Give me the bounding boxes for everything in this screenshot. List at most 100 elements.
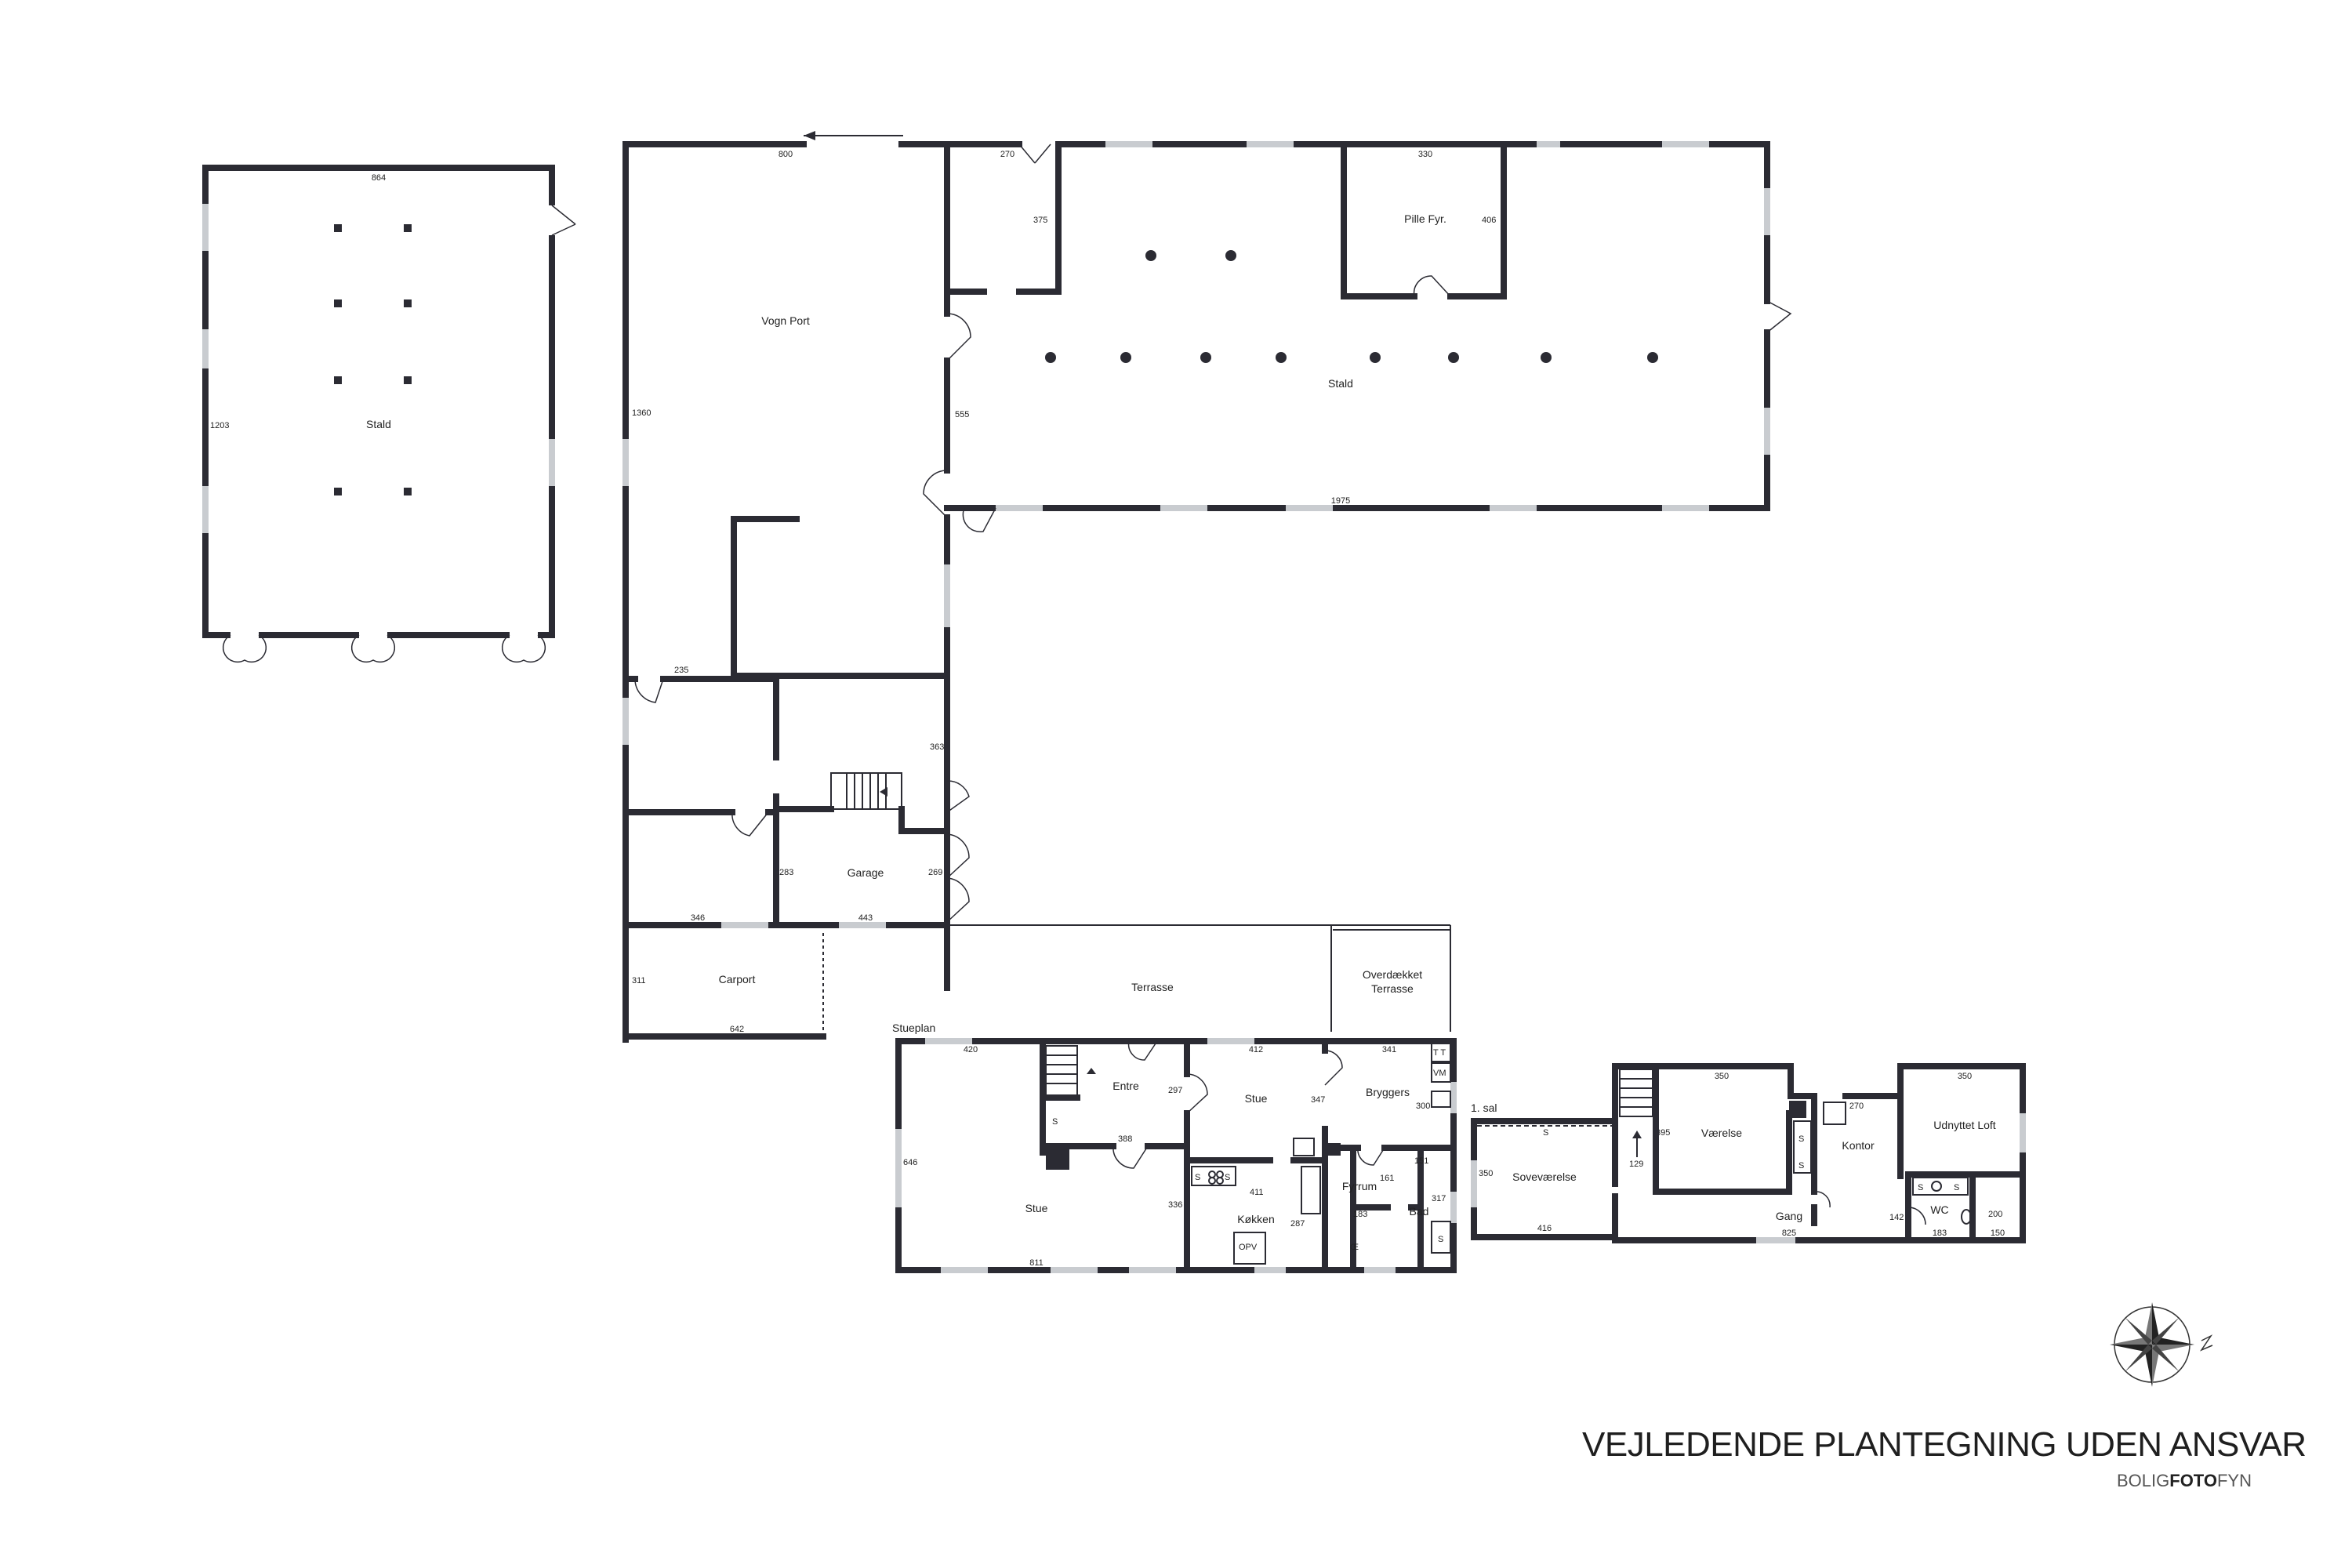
dimension-label: 350	[1715, 1072, 1729, 1081]
dimension-label: 330	[1418, 150, 1432, 159]
dimension-label: 341	[1382, 1045, 1396, 1054]
barn-complex: Pille Fyr. 330 406 Vogn Port Stald 800 1…	[622, 131, 1792, 1035]
dimension-label: 283	[779, 868, 793, 877]
dimension-label: 347	[1311, 1095, 1325, 1105]
dimension-label: 443	[858, 913, 873, 923]
compass-rose-icon	[2110, 1302, 2213, 1387]
room-label-bad: Bad	[1410, 1205, 1429, 1218]
post	[404, 488, 412, 495]
post	[404, 299, 412, 307]
dimension-label: 350	[1479, 1169, 1493, 1178]
brand-logo: BOLIGFOTOFYN	[2117, 1471, 2252, 1491]
room-label-overdaekket: Overdækket	[1363, 968, 1422, 981]
dimension-label: 311	[632, 976, 646, 985]
fixture-label: S	[1954, 1183, 1959, 1192]
column	[1276, 352, 1287, 363]
fixture-label: S	[1052, 1117, 1058, 1127]
room-label-kokken: Køkken	[1237, 1213, 1274, 1225]
floor-label-stueplan: Stueplan	[892, 1022, 935, 1034]
brand-bold: FOTO	[2169, 1471, 2217, 1490]
dimension-label: 317	[1432, 1194, 1446, 1203]
fixture-label: S	[1195, 1173, 1200, 1182]
column	[1370, 352, 1381, 363]
disclaimer-title: VEJLEDENDE PLANTEGNING UDEN ANSVAR	[1582, 1425, 2307, 1464]
column	[1448, 352, 1459, 363]
room-label-entre: Entre	[1112, 1080, 1139, 1092]
dimension-label: 555	[955, 410, 969, 419]
dimension-label: 297	[1168, 1086, 1182, 1095]
brand-suffix: FYN	[2216, 1471, 2252, 1490]
dimension-label: 388	[1118, 1134, 1132, 1144]
dimension-label: 200	[1988, 1210, 2002, 1219]
room-label-stald-left: Stald	[366, 418, 391, 430]
fixture-label: S	[1438, 1235, 1443, 1244]
dimension-label: 270	[1849, 1102, 1864, 1111]
column	[1647, 352, 1658, 363]
dimension-label: 183	[1933, 1229, 1947, 1238]
room-label-stald-right: Stald	[1328, 377, 1353, 390]
room-label-vogn-port: Vogn Port	[761, 314, 810, 327]
dimension-label: 800	[779, 150, 793, 159]
dimension-label: 270	[1000, 150, 1014, 159]
dimension-label: 825	[1782, 1229, 1796, 1238]
dimension-label: 269	[928, 868, 942, 877]
dimension-label: 129	[1629, 1160, 1643, 1169]
fixture-label: VM	[1433, 1069, 1446, 1078]
room-label-terrasse: Terrasse	[1131, 981, 1174, 993]
fixture-label: S	[1225, 1173, 1230, 1182]
column	[1200, 352, 1211, 363]
post	[404, 224, 412, 232]
dimension-label: 1360	[632, 408, 651, 418]
dimension-label: 646	[903, 1158, 917, 1167]
room-label-carport: Carport	[719, 973, 756, 985]
house-first-floor: 1. sal Soveværelse S 350 416 395 129	[1471, 1063, 2026, 1243]
room-label-fyrrum: Fyrrum	[1342, 1180, 1377, 1192]
terrace-area: Carport 311 642 Terrasse Overdækket Terr…	[622, 922, 1451, 1043]
dimension-label: 183	[1353, 1210, 1367, 1219]
fixture-label: S	[1918, 1183, 1923, 1192]
fixture-label: S	[1798, 1161, 1804, 1171]
dimension-label: 287	[1290, 1219, 1305, 1229]
dimension-label: 300	[1416, 1102, 1430, 1111]
floor-label-first: 1. sal	[1471, 1102, 1497, 1114]
column	[1045, 352, 1056, 363]
dimension-label: 150	[1991, 1229, 2005, 1238]
dimension-label: 142	[1889, 1213, 1904, 1222]
dimension-label: 336	[1168, 1200, 1182, 1210]
post	[334, 488, 342, 495]
dimension-label: 420	[964, 1045, 978, 1054]
dimension-label: 350	[1958, 1072, 1972, 1081]
brand-prefix: BOLIG	[2117, 1471, 2170, 1490]
fixture-label: S	[1543, 1128, 1548, 1138]
dimension-label: 235	[674, 666, 688, 675]
room-label-bryggers: Bryggers	[1366, 1086, 1410, 1098]
room-label-pille-fyr: Pille Fyr.	[1404, 212, 1446, 225]
dimension-label: 395	[1656, 1128, 1670, 1138]
fixture-label: T T	[1433, 1048, 1446, 1058]
house-ground-floor: Stueplan S Entre 297 388	[892, 1022, 1457, 1273]
column	[1145, 250, 1156, 261]
room-label-stue-large: Stue	[1025, 1202, 1048, 1214]
dimension-label: 412	[1249, 1045, 1263, 1054]
stald-building-left: Stald 864 1203	[202, 165, 576, 663]
dimension-label: 375	[1033, 216, 1047, 225]
dimension-label: 811	[1029, 1258, 1044, 1268]
column	[1541, 352, 1552, 363]
room-label-wc: WC	[1930, 1203, 1948, 1216]
post	[334, 224, 342, 232]
room-label-stue-small: Stue	[1245, 1092, 1268, 1105]
room-label-kontor: Kontor	[1842, 1139, 1875, 1152]
room-label-gang: Gang	[1776, 1210, 1802, 1222]
room-label-sovevaerelse: Soveværelse	[1512, 1171, 1577, 1183]
dimension-label: 346	[691, 913, 705, 923]
dimension-label: 864	[372, 173, 386, 183]
dimension-label: 411	[1250, 1188, 1264, 1197]
dimension-label: 363	[930, 742, 944, 752]
dimension-label: 151	[1414, 1156, 1428, 1166]
column	[1120, 352, 1131, 363]
fixture-label: Œ	[1350, 1243, 1359, 1252]
room-label-overdaekket-terrasse: Terrasse	[1371, 982, 1414, 995]
dimension-label: 406	[1482, 216, 1496, 225]
fixture-label: S	[1798, 1134, 1804, 1144]
